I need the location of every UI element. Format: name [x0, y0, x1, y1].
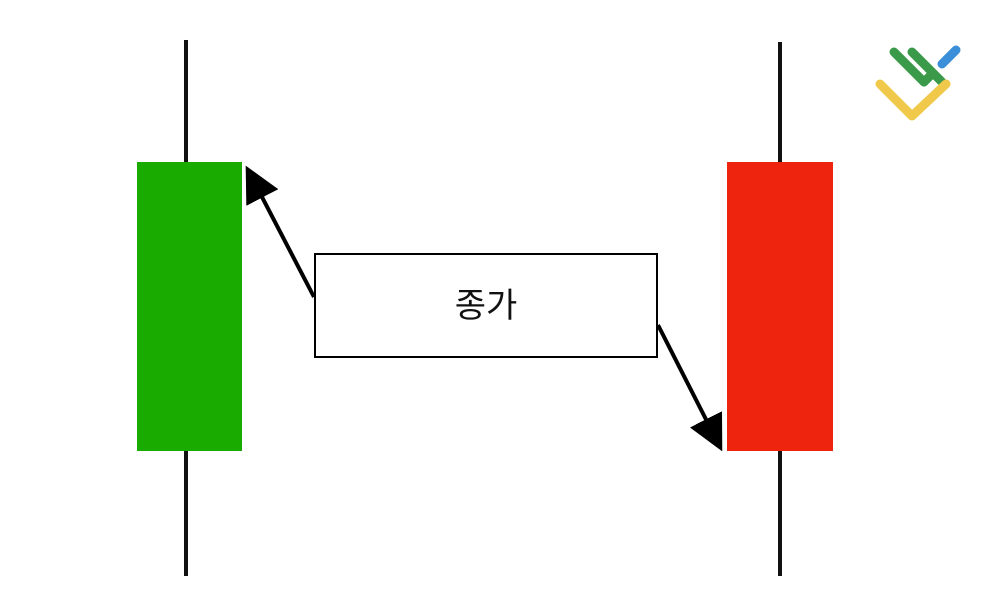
arrow-to-bullish-close: [245, 165, 316, 298]
bearish-candle-body: [727, 162, 833, 451]
brand-logo-icon: [872, 38, 964, 130]
close-price-label: 종가: [454, 285, 518, 326]
close-price-label-box: 종가: [314, 253, 658, 358]
bullish-candle: [137, 40, 242, 576]
arrow-to-bearish-close: [656, 324, 723, 452]
bullish-candle-body: [137, 162, 242, 451]
bearish-candle: [727, 42, 833, 576]
